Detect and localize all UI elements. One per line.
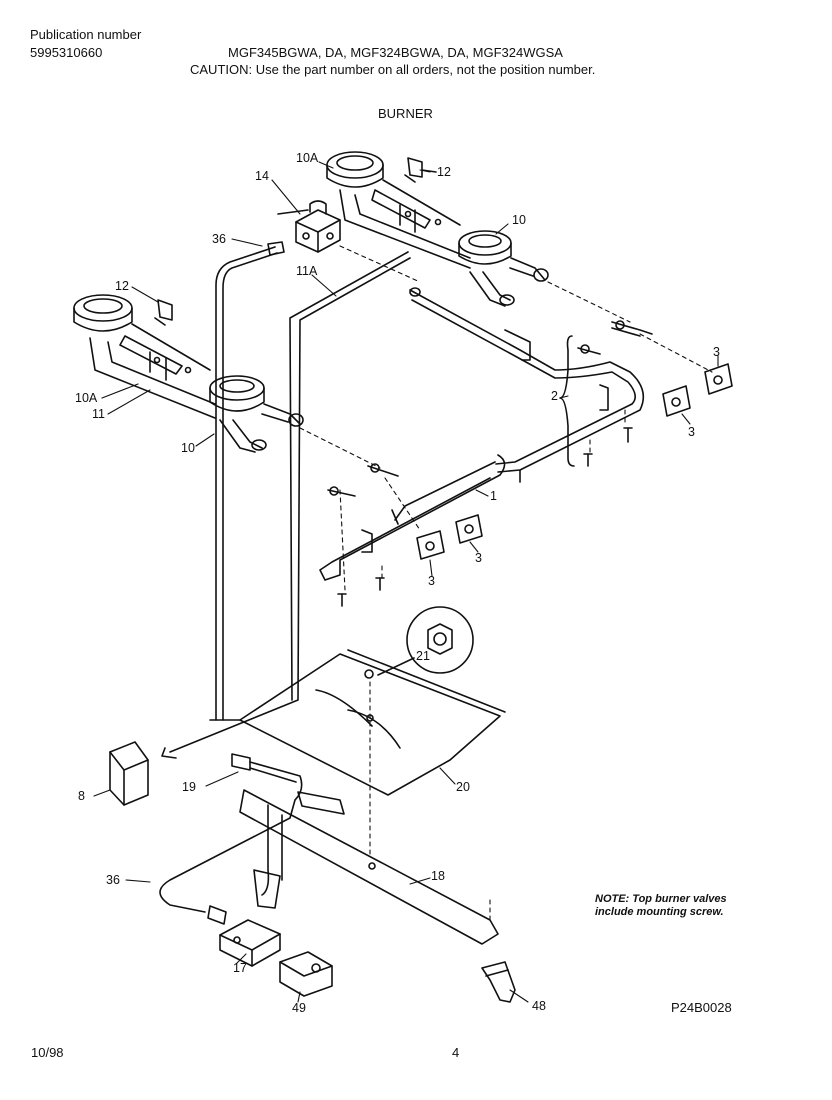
callout-label: 10A (75, 391, 98, 405)
publication-label: Publication number (30, 27, 142, 42)
flame-spreader-20 (239, 649, 506, 796)
callout-labels: 10A 12 14 10 36 11A 12 10A 11 10 3 2 3 1… (75, 151, 720, 1015)
gas-line-36-upper (209, 241, 285, 721)
callout-label: 36 (212, 232, 226, 246)
callout-label: 8 (78, 789, 85, 803)
top-rear-burner-assembly (326, 151, 549, 307)
caution-text: CAUTION: Use the part number on all orde… (190, 62, 596, 77)
callout-label: 20 (456, 780, 470, 794)
manifold-tube-1 (319, 287, 645, 581)
valve-14 (277, 200, 341, 253)
callout-label: 1 (490, 489, 497, 503)
igniter-19 (159, 753, 345, 913)
callout-label: 17 (233, 961, 247, 975)
callout-label: 48 (532, 999, 546, 1013)
publication-date: 10/98 (31, 1045, 64, 1060)
callout-label: 2 (551, 389, 558, 403)
gas-line-36-lower (207, 905, 227, 925)
callout-label: 12 (437, 165, 451, 179)
thermostat-17 (219, 919, 281, 967)
diagram-code: P24B0028 (671, 1000, 732, 1015)
bracket-49 (279, 951, 333, 997)
callout-label: 3 (713, 345, 720, 359)
left-burner-assembly (73, 294, 304, 453)
note-line-1: NOTE: Top burner valves (595, 893, 727, 905)
note-line-2: include mounting screw. (595, 906, 724, 918)
callout-label: 18 (431, 869, 445, 883)
publication-number: 5995310660 (30, 45, 103, 60)
callout-label: 49 (292, 1001, 306, 1015)
igniter-wire-11a (161, 251, 411, 759)
callout-label: 10 (512, 213, 526, 227)
callout-label: 21 (416, 649, 430, 663)
ignition-module-8 (109, 741, 149, 806)
callout-label: 12 (115, 279, 129, 293)
oven-burner-18 (239, 789, 499, 945)
page-number: 4 (452, 1045, 460, 1060)
burner-clip-left (154, 299, 173, 326)
callout-label: 14 (255, 169, 269, 183)
callout-label: 10A (296, 151, 319, 165)
callout-label: 3 (688, 425, 695, 439)
callout-leaders (93, 161, 719, 1003)
callout-label: 3 (428, 574, 435, 588)
callout-label: 3 (475, 551, 482, 565)
bracket-48 (481, 961, 516, 1003)
callout-label: 19 (182, 780, 196, 794)
callout-label: 10 (181, 441, 195, 455)
orifice-holders (327, 320, 653, 497)
alignment-lines (299, 245, 713, 921)
hex-nut-detail-21 (377, 606, 474, 676)
section-title: BURNER (378, 106, 433, 121)
callout-label: 11 (92, 407, 105, 421)
model-numbers: MGF345BGWA, DA, MGF324BGWA, DA, MGF324WG… (228, 45, 563, 60)
grommet-plates (416, 363, 733, 560)
callout-label: 36 (106, 873, 120, 887)
callout-label: 11A (296, 264, 318, 278)
screws (337, 427, 633, 607)
